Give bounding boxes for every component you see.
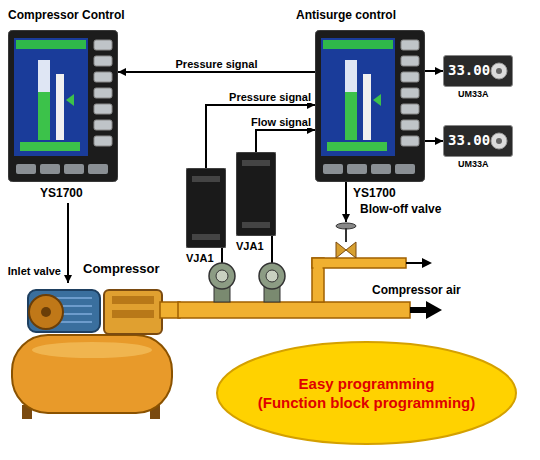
signal-label: Pressure signal (228, 91, 312, 103)
signal-converter (186, 168, 226, 248)
model-name: UM33A (458, 159, 489, 169)
flow-label: Compressor air (372, 283, 461, 297)
valve-node: Blow-off valve (334, 222, 358, 258)
um-node: 33.00UM33A (443, 55, 513, 87)
ys-node: Antisurge controlYS1700 (315, 30, 425, 182)
comp-node: Compressor (8, 283, 178, 418)
valve-label: Blow-off valve (360, 202, 441, 216)
note-text: (Function block programming) (258, 393, 476, 412)
arrow-head (435, 137, 443, 145)
connector-line (67, 203, 69, 283)
ellipse-shape (215, 340, 518, 446)
controller-panel (315, 30, 425, 182)
compressor-label: Compressor (83, 261, 160, 276)
arrow-head (64, 275, 72, 283)
device-title: Antisurge control (296, 8, 396, 22)
model-name: VJA1 (186, 252, 214, 264)
device-title: Compressor Control (8, 8, 125, 22)
display-value: 33.00 (448, 62, 490, 78)
arrow-head (342, 214, 350, 222)
connector-line (256, 130, 315, 152)
signal-connector (425, 67, 443, 75)
ys-node: Compressor ControlYS1700 (8, 30, 118, 182)
arrow-head (118, 68, 126, 76)
signal-label: Pressure signal (175, 58, 259, 70)
compressor-illustration (12, 290, 180, 419)
model-name: YS1700 (353, 186, 396, 200)
ellipse-text: Easy programming(Function block programm… (215, 340, 518, 446)
valve-symbol (334, 222, 358, 258)
signal-label: Flow signal (250, 116, 312, 128)
signal-connector (342, 182, 350, 222)
ell-node: Easy programming(Function block programm… (215, 340, 518, 446)
display-value: 33.00 (448, 132, 490, 148)
model-name: UM33A (458, 89, 489, 99)
arrow-head (435, 67, 443, 75)
signal-connector (425, 137, 443, 145)
signal-converter (236, 152, 276, 236)
vja-node: VJA1 (186, 168, 226, 248)
controller-panel (8, 30, 118, 182)
connector-line (118, 71, 315, 73)
note-text: Easy programming (299, 374, 435, 393)
signal-connector (64, 203, 72, 283)
vja-node: VJA1 (236, 152, 276, 236)
signal-label: Inlet valve (7, 265, 62, 277)
signal-connector (256, 126, 315, 152)
model-name: YS1700 (40, 186, 83, 200)
model-name: VJA1 (236, 240, 264, 252)
um-node: 33.00UM33A (443, 125, 513, 157)
